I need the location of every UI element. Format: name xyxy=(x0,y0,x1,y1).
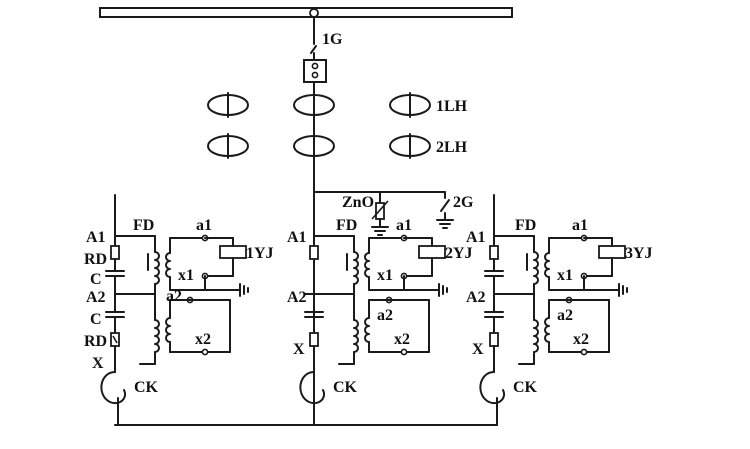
p3-a2w-label: a2 xyxy=(557,307,573,324)
zno-arrester xyxy=(371,191,389,236)
ct-row-1 xyxy=(207,92,431,118)
p2-x2-label: x2 xyxy=(394,331,410,348)
isolator-2g-label: 2G xyxy=(453,194,474,211)
p1-a1w-label: a1 xyxy=(196,217,212,234)
phase-group-3 xyxy=(479,194,628,426)
p3-x-label: X xyxy=(472,341,484,358)
p1-x1-label: x1 xyxy=(178,267,194,284)
p1-x-label: X xyxy=(92,355,104,372)
p2-relay-label: 2YJ xyxy=(445,245,473,262)
p2-fd-label: FD xyxy=(336,217,357,234)
p2-a1-label: A1 xyxy=(287,229,307,246)
p2-x1-label: x1 xyxy=(377,267,393,284)
busbar xyxy=(99,7,513,18)
p2-a1w-label: a1 xyxy=(396,217,412,234)
p3-x1-label: x1 xyxy=(557,267,573,284)
p1-rd2-label: RD xyxy=(84,333,107,350)
ct-1lh-label: 1LH xyxy=(436,98,468,115)
p2-a2-label: A2 xyxy=(287,289,307,306)
p1-x2-label: x2 xyxy=(195,331,211,348)
p1-c1-label: C xyxy=(90,271,102,288)
isolator-1g-switch xyxy=(310,39,317,61)
p1-a2w-label: a2 xyxy=(166,288,182,305)
p1-fd-label: FD xyxy=(133,217,154,234)
isolator-2g-switch xyxy=(436,191,454,229)
p3-a2-label: A2 xyxy=(466,289,486,306)
ct-2lh-label: 2LH xyxy=(436,139,468,156)
p3-x2-label: x2 xyxy=(573,331,589,348)
p3-relay-label: 3YJ xyxy=(625,245,653,262)
p3-fd-label: FD xyxy=(515,217,536,234)
p1-a1-label: A1 xyxy=(86,229,106,246)
isolator-1g-label: 1G xyxy=(322,31,343,48)
busbar-tap-node xyxy=(309,8,319,18)
p2-ck-label: CK xyxy=(333,379,358,396)
p3-a1w-label: a1 xyxy=(572,217,588,234)
p1-rd1-label: RD xyxy=(84,251,107,268)
p1-c2-label: C xyxy=(90,311,102,328)
p3-a1-label: A1 xyxy=(466,229,486,246)
phase-group-2 xyxy=(299,234,448,404)
p1-a2-label: A2 xyxy=(86,289,106,306)
phase-group-1 xyxy=(100,194,249,426)
p3-ck-label: CK xyxy=(513,379,538,396)
p2-x-label: X xyxy=(293,341,305,358)
p2-a2w-label: a2 xyxy=(377,307,393,324)
breaker-box xyxy=(303,59,327,83)
p1-relay-label: 1YJ xyxy=(246,245,274,262)
p1-ck-label: CK xyxy=(134,379,159,396)
zno-label: ZnO xyxy=(342,194,374,211)
ct-row-2 xyxy=(207,133,431,159)
